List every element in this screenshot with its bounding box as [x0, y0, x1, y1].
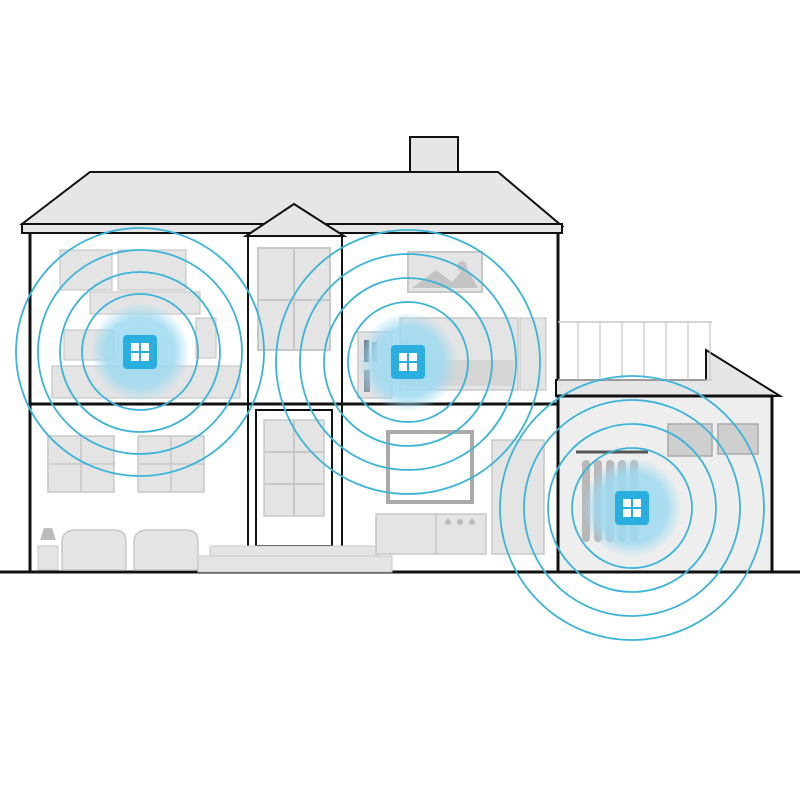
signal-ring-3 — [299, 253, 517, 471]
downstairs-left-room — [37, 435, 205, 571]
signal-ring-4 — [275, 229, 541, 495]
signal-ring-3 — [37, 249, 243, 455]
side-table — [37, 545, 59, 571]
kitchen-window — [195, 317, 217, 359]
signal-ring-1 — [571, 447, 693, 569]
signal-ring-4 — [499, 375, 765, 641]
picture-landscape-icon — [412, 266, 478, 288]
floor-lamp-icon — [40, 528, 56, 540]
garage-roof — [555, 348, 784, 397]
mesh-node-icon — [123, 335, 157, 369]
downstairs-right-room — [375, 430, 545, 555]
picture-sun-icon — [457, 261, 467, 271]
stove-knob-1 — [445, 519, 451, 525]
balcony-railing — [558, 321, 712, 381]
armchair-1 — [61, 529, 127, 571]
kitchen-cabinets — [375, 513, 437, 555]
mesh-node-icon — [615, 491, 649, 525]
side-cabinet — [519, 317, 547, 391]
garage-photo-1 — [667, 423, 713, 457]
signal-ring-2 — [59, 271, 221, 433]
mesh-node-icon — [391, 345, 425, 379]
chimney — [409, 136, 459, 176]
coverage-node-left-upstairs — [15, 227, 265, 477]
signal-ring-2 — [547, 423, 717, 593]
signal-ring-1 — [81, 293, 199, 411]
signal-ring-4 — [15, 227, 265, 477]
coverage-node-garage — [499, 375, 765, 641]
coverage-node-center-upstairs — [275, 229, 541, 495]
signal-coverage — [15, 227, 765, 641]
front-step-2 — [197, 555, 393, 573]
signal-ring-3 — [523, 399, 741, 617]
armchair-2 — [133, 529, 199, 571]
stove-knob-2 — [457, 519, 463, 525]
signal-ring-2 — [323, 277, 493, 447]
front-step-1 — [209, 545, 381, 557]
stove-knob-3 — [469, 519, 475, 525]
signal-ring-1 — [347, 301, 469, 423]
